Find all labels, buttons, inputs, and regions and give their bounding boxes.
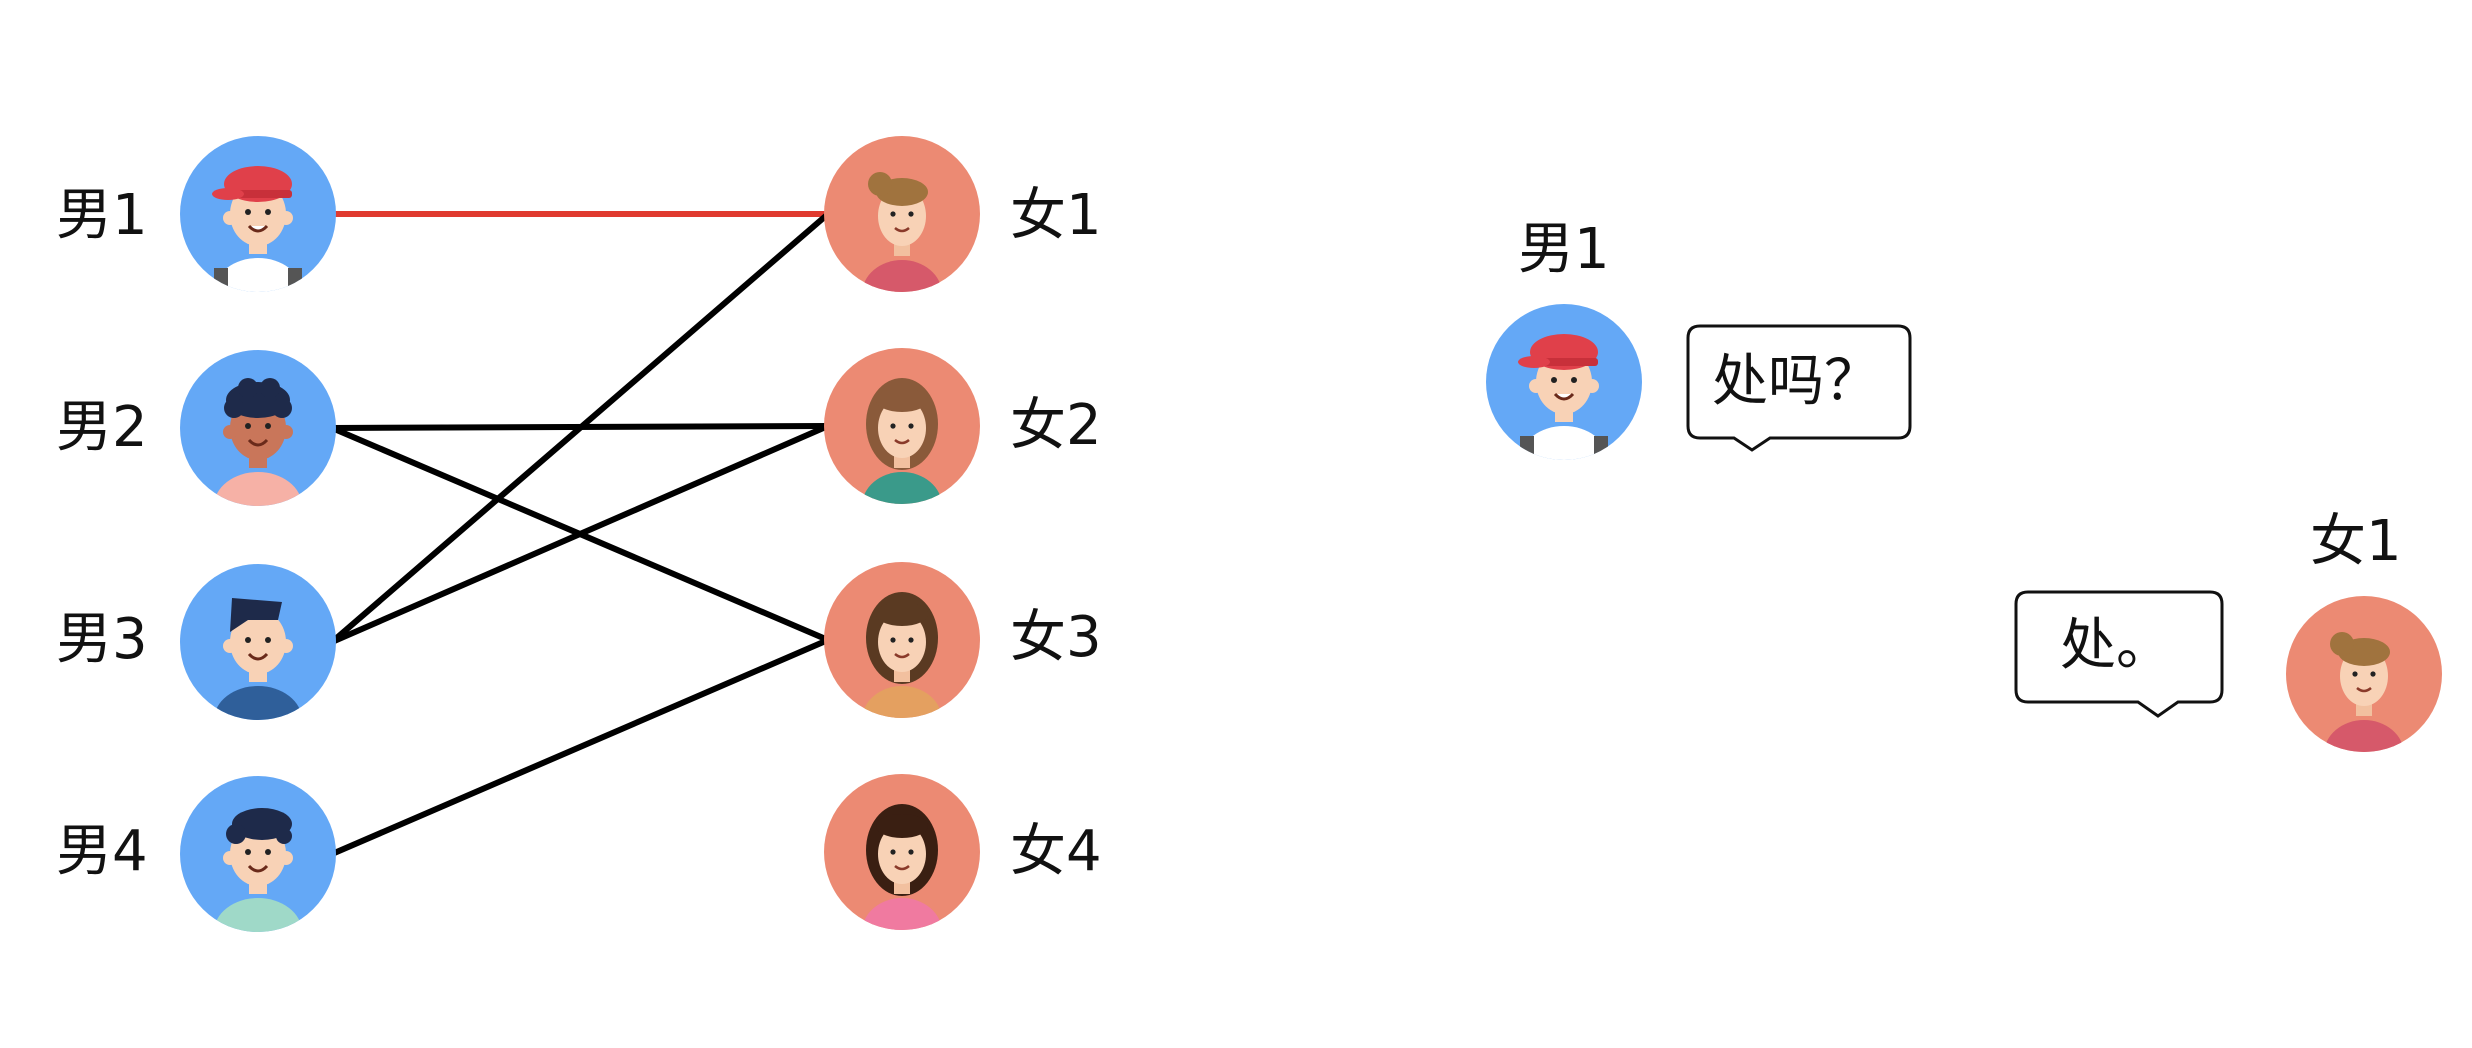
female-avatar-4 [824,774,980,930]
answer-bubble [2014,590,2224,718]
dialogue-speaker-avatar [1486,304,1642,460]
female-avatar-3 [824,562,980,718]
female-label-1: 女1 [1010,183,1102,248]
male-avatar-2 [180,350,336,506]
female-avatar-1 [824,136,980,292]
male-avatar-1 [180,136,336,292]
dialogue-speaker-label: 男1 [1518,217,1610,282]
speech-bubble-layer [1686,324,2224,718]
edge-layer [329,211,831,857]
edge-m3-f1 [329,211,831,645]
answer-text: 处。 [2060,613,2172,678]
node-layer [180,136,2442,932]
male-label-2: 男2 [56,395,148,460]
male-label-4: 男4 [56,819,148,884]
question-text: 处吗？ [1712,349,1880,414]
female-avatar-2 [824,348,980,504]
female-label-2: 女2 [1010,393,1102,458]
female-label-3: 女3 [1010,605,1102,670]
female-label-4: 女4 [1010,819,1102,884]
edge-m3-f2 [329,423,831,645]
question-bubble [1686,324,1912,452]
male-label-3: 男3 [56,607,148,672]
male-avatar-4 [180,776,336,932]
male-label-1: 男1 [56,183,148,248]
edge-m4-f3 [329,637,831,857]
dialogue-responder-avatar [2286,596,2442,752]
male-avatar-3 [180,564,336,720]
dialogue-responder-label: 女1 [2310,509,2402,574]
